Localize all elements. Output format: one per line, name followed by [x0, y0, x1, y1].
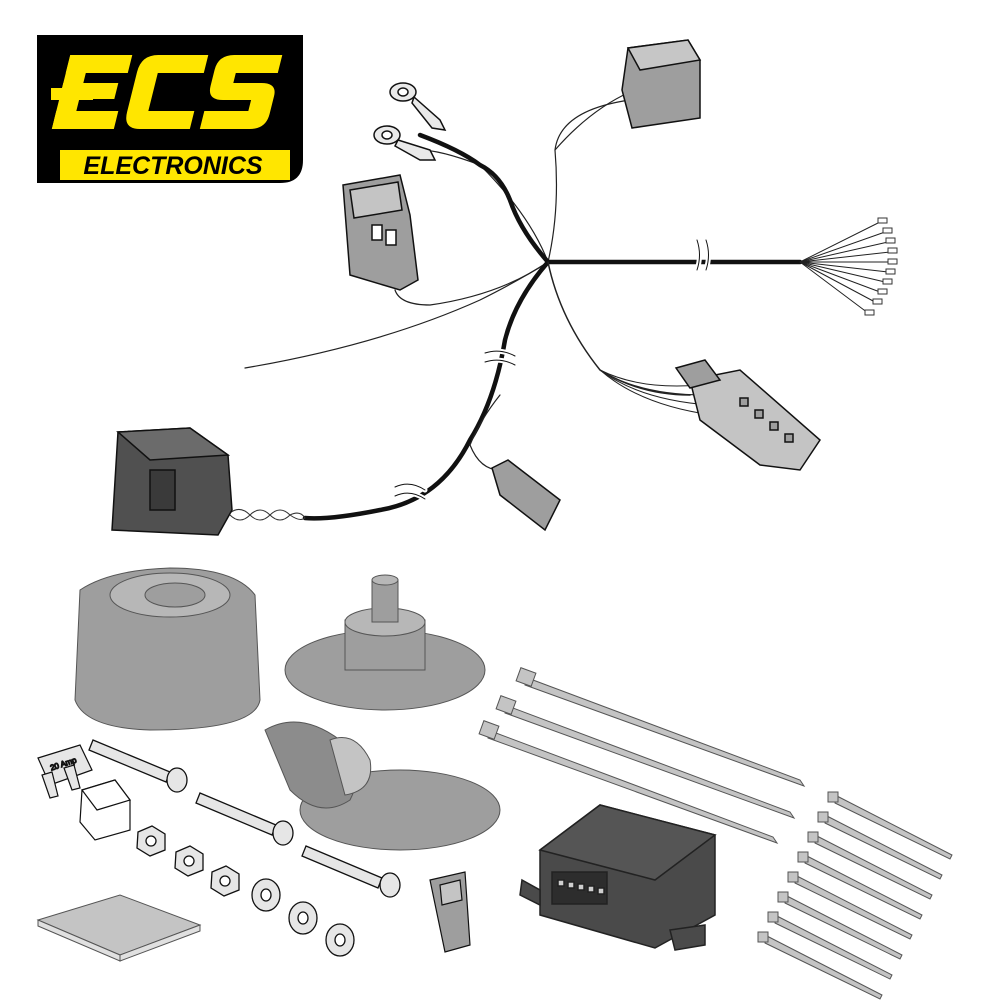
vehicle-connector [111, 427, 233, 536]
nuts-and-washers [136, 825, 355, 957]
cable-ties-long [478, 667, 806, 844]
adhesive-pad [36, 894, 202, 962]
multi-pin-connector [674, 359, 821, 471]
mounting-bolts [88, 739, 401, 898]
logo-subtitle: ELECTRONICS [83, 152, 263, 180]
control-module [519, 804, 717, 951]
cable-ties-short [757, 791, 953, 1000]
rubber-gasket [264, 721, 501, 851]
socket-mounting-plate [284, 574, 486, 711]
fuse-holder [79, 779, 131, 841]
fuse: 20 Amp [37, 744, 93, 799]
towbar-socket [74, 567, 261, 731]
grey-plug-connector [342, 174, 419, 291]
relay-connector [621, 39, 702, 129]
ring-terminal [373, 82, 447, 161]
small-plug-connector [491, 459, 561, 532]
wiring-harness [229, 91, 898, 521]
wire-splice-connector [429, 871, 471, 953]
ecs-logo: ELECTRONICS [37, 35, 303, 183]
